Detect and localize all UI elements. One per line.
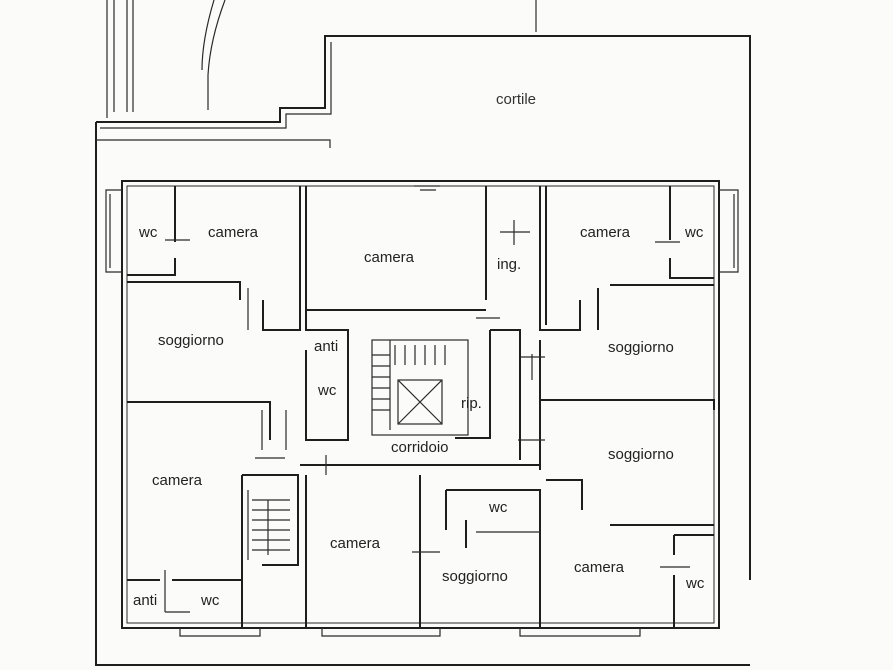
room-label-camera: camera — [580, 224, 631, 241]
room-label-camera: camera — [152, 472, 203, 489]
room-label-wc: wc — [684, 224, 704, 241]
room-label-wc: wc — [685, 575, 705, 592]
room-label-anti: anti — [314, 338, 338, 355]
room-label-wc: wc — [488, 499, 508, 516]
central-stair — [371, 339, 469, 436]
building-walls — [105, 180, 739, 637]
bottom-left-stair — [252, 499, 290, 555]
room-label-anti: anti — [133, 592, 157, 609]
courtyard-label: cortile — [496, 91, 536, 108]
courtyard-outline — [95, 0, 751, 666]
room-label-camera: camera — [330, 535, 381, 552]
room-label-corridoio: corridoio — [391, 439, 449, 456]
room-label-camera: camera — [208, 224, 259, 241]
room-label-soggiorno: soggiorno — [158, 332, 224, 349]
room-label-wc: wc — [200, 592, 220, 609]
room-label-ripostiglio: rip. — [461, 395, 482, 412]
lift-shaft — [397, 379, 443, 425]
room-label-wc: wc — [317, 382, 337, 399]
room-label-ingresso: ing. — [497, 256, 521, 273]
room-label-soggiorno: soggiorno — [608, 446, 674, 463]
room-label-camera: camera — [574, 559, 625, 576]
room-label-soggiorno: soggiorno — [442, 568, 508, 585]
room-label-wc: wc — [138, 224, 158, 241]
room-label-soggiorno: soggiorno — [608, 339, 674, 356]
interior-walls — [127, 186, 715, 628]
room-label-camera: camera — [364, 249, 415, 266]
